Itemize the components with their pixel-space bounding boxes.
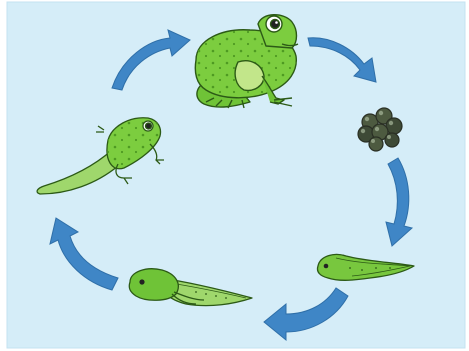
diagram-canvas: [0, 0, 469, 351]
frog-life-cycle-diagram: [0, 0, 469, 351]
